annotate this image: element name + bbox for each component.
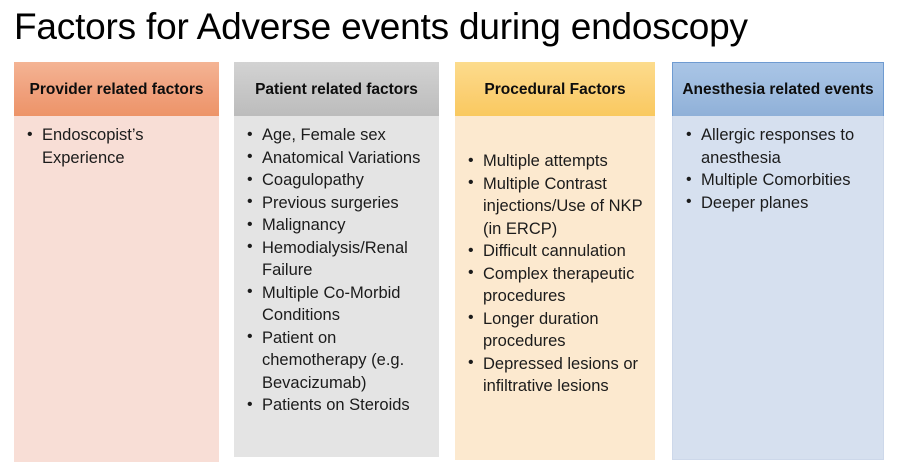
- list-item: Coagulopathy: [246, 169, 429, 192]
- column-body-procedural: Multiple attempts Multiple Contrast inje…: [455, 116, 655, 460]
- list-item: Deeper planes: [685, 191, 873, 215]
- page-title: Factors for Adverse events during endosc…: [14, 6, 748, 47]
- list-item: Age, Female sex: [246, 124, 429, 147]
- list-item: Complex therapeutic procedures: [467, 262, 645, 308]
- bullet-list-procedural: Multiple attempts Multiple Contrast inje…: [467, 150, 645, 398]
- column-body-patient: Age, Female sex Anatomical Variations Co…: [234, 116, 439, 457]
- column-patient-related-factors: Patient related factors Age, Female sex …: [234, 62, 439, 457]
- bullet-list-provider: Endoscopist’s Experience: [26, 124, 209, 169]
- list-item: Endoscopist’s Experience: [26, 124, 209, 169]
- list-item: Longer duration procedures: [467, 307, 645, 353]
- bullet-list-anesthesia: Allergic responses to anesthesia Multipl…: [685, 124, 873, 214]
- list-item: Allergic responses to anesthesia: [685, 124, 873, 169]
- column-anesthesia-related-events: Anesthesia related events Allergic respo…: [672, 62, 884, 460]
- list-item: Multiple Co-Morbid Conditions: [246, 281, 429, 327]
- list-item: Previous surgeries: [246, 191, 429, 215]
- list-item: Malignancy: [246, 214, 429, 237]
- column-body-anesthesia: Allergic responses to anesthesia Multipl…: [672, 116, 884, 460]
- bullet-list-patient: Age, Female sex Anatomical Variations Co…: [246, 124, 429, 417]
- list-item: Depressed lesions or infiltrative lesion…: [467, 352, 645, 398]
- list-item: Multiple Comorbities: [685, 169, 873, 192]
- column-provider-related-factors: Provider related factors Endoscopist’s E…: [14, 62, 219, 462]
- column-procedural-factors: Procedural Factors Multiple attempts Mul…: [455, 62, 655, 460]
- column-header-anesthesia: Anesthesia related events: [672, 62, 884, 116]
- list-item: Patient on chemotherapy (e.g. Bevacizuma…: [246, 326, 429, 395]
- list-item: Multiple attempts: [467, 150, 645, 173]
- list-item: Patients on Steroids: [246, 394, 429, 417]
- list-item: Anatomical Variations: [246, 146, 429, 170]
- list-item: Multiple Contrast injections/Use of NKP …: [467, 172, 645, 241]
- list-item: Hemodialysis/Renal Failure: [246, 236, 429, 282]
- column-header-patient: Patient related factors: [234, 62, 439, 116]
- column-header-provider: Provider related factors: [14, 62, 219, 116]
- column-header-procedural: Procedural Factors: [455, 62, 655, 116]
- list-item: Difficult cannulation: [467, 240, 645, 263]
- column-body-provider: Endoscopist’s Experience: [14, 116, 219, 462]
